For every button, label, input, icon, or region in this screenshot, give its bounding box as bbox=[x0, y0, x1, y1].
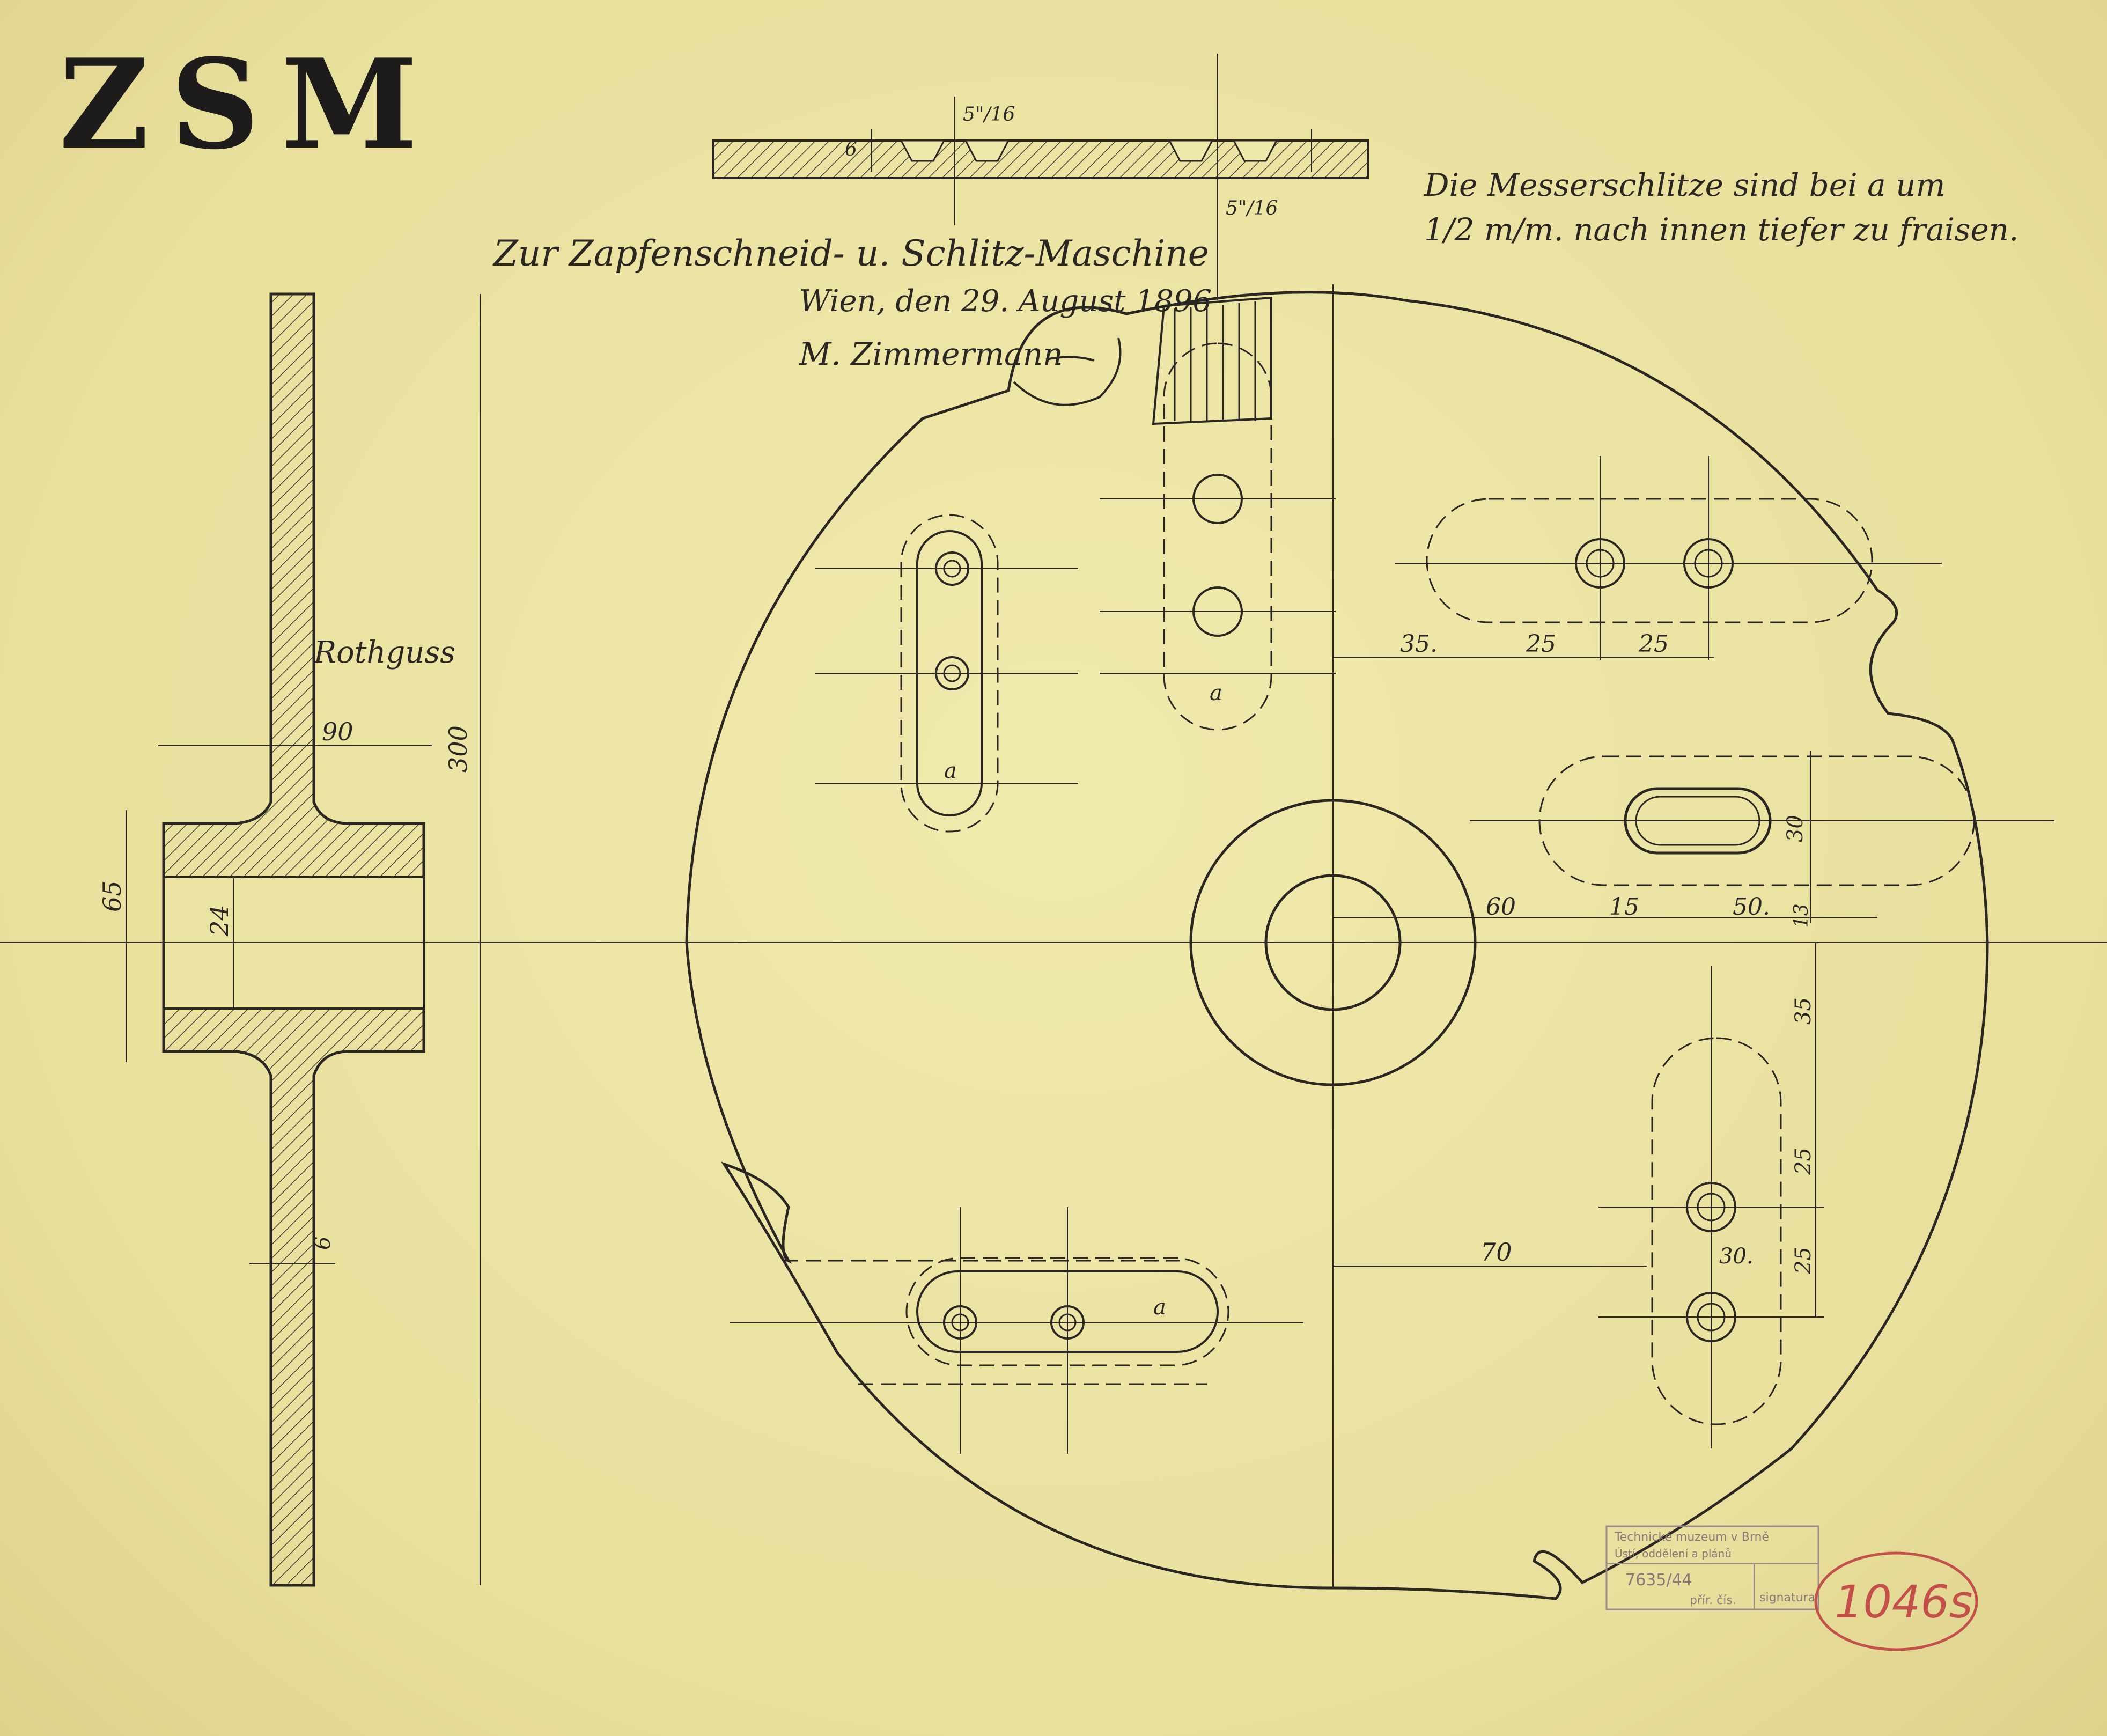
stamp-signature-value: 7635/44 bbox=[1625, 1571, 1692, 1590]
note-line-2: 1/2 m/m. nach innen tiefer zu fraisen. bbox=[1424, 211, 2018, 248]
dim-fraction-top-2: 5"/16 bbox=[1226, 197, 1278, 219]
signature-flourish bbox=[1045, 356, 1095, 362]
zsm-logo: ZSM bbox=[59, 32, 439, 177]
stamp-number-label: přír. čís. bbox=[1690, 1594, 1736, 1607]
stamp-row-2: Ústí, oddělení a plánů bbox=[1615, 1547, 1732, 1560]
dim-fraction-top-1: 5"/16 bbox=[963, 104, 1015, 126]
title-line-1: Zur Zapfenschneid- u. Schlitz-Maschine bbox=[492, 233, 1209, 274]
archive-number-oval bbox=[1814, 1551, 1978, 1651]
dim-13: 13 bbox=[1791, 903, 1813, 928]
stamp-signature-label: signatura bbox=[1759, 1591, 1815, 1605]
dim-overall-height: 300 bbox=[444, 725, 473, 773]
title-line-2: Wien, den 29. August 1896 bbox=[799, 284, 1212, 319]
dim-35-vertical: 35 bbox=[1791, 997, 1816, 1025]
top-section-strip bbox=[712, 54, 1369, 300]
slot-label-a-2: a bbox=[1210, 681, 1222, 705]
dim-hub-diameter: 65 bbox=[98, 880, 127, 912]
slot-label-a-1: a bbox=[944, 759, 957, 783]
dim-35-top: 35. bbox=[1400, 630, 1438, 658]
dim-30-horizontal: 30. bbox=[1719, 1244, 1754, 1269]
slot-label-a-3: a bbox=[1153, 1295, 1166, 1320]
note-line-1: Die Messerschlitze sind bei a um bbox=[1424, 167, 1945, 203]
material-label: Rothguss bbox=[313, 635, 455, 670]
dim-hub-width: 90 bbox=[322, 717, 353, 746]
side-section-view bbox=[0, 292, 2107, 1587]
dim-30-vertical: 30 bbox=[1783, 815, 1808, 842]
dim-50: 50. bbox=[1733, 893, 1770, 921]
cutter-disc-plan-view bbox=[685, 284, 2054, 1600]
dim-top-small: 6 bbox=[845, 138, 857, 160]
archive-number: 1046s bbox=[1835, 1576, 1973, 1628]
dim-25-vertical-c: 25 bbox=[1791, 1147, 1816, 1175]
dim-25-a: 25 bbox=[1526, 630, 1556, 658]
dim-bore: 24 bbox=[205, 904, 234, 937]
dim-70: 70 bbox=[1480, 1238, 1512, 1267]
dim-web: 6 bbox=[311, 1237, 335, 1250]
dim-15: 15 bbox=[1609, 893, 1639, 921]
dim-60: 60 bbox=[1486, 893, 1516, 921]
archive-stamp bbox=[1605, 1525, 1819, 1610]
dim-25-vertical-d: 25 bbox=[1791, 1247, 1816, 1275]
stamp-row-1: Technické muzeum v Brně bbox=[1614, 1531, 1769, 1544]
dim-25-b: 25 bbox=[1638, 630, 1669, 658]
